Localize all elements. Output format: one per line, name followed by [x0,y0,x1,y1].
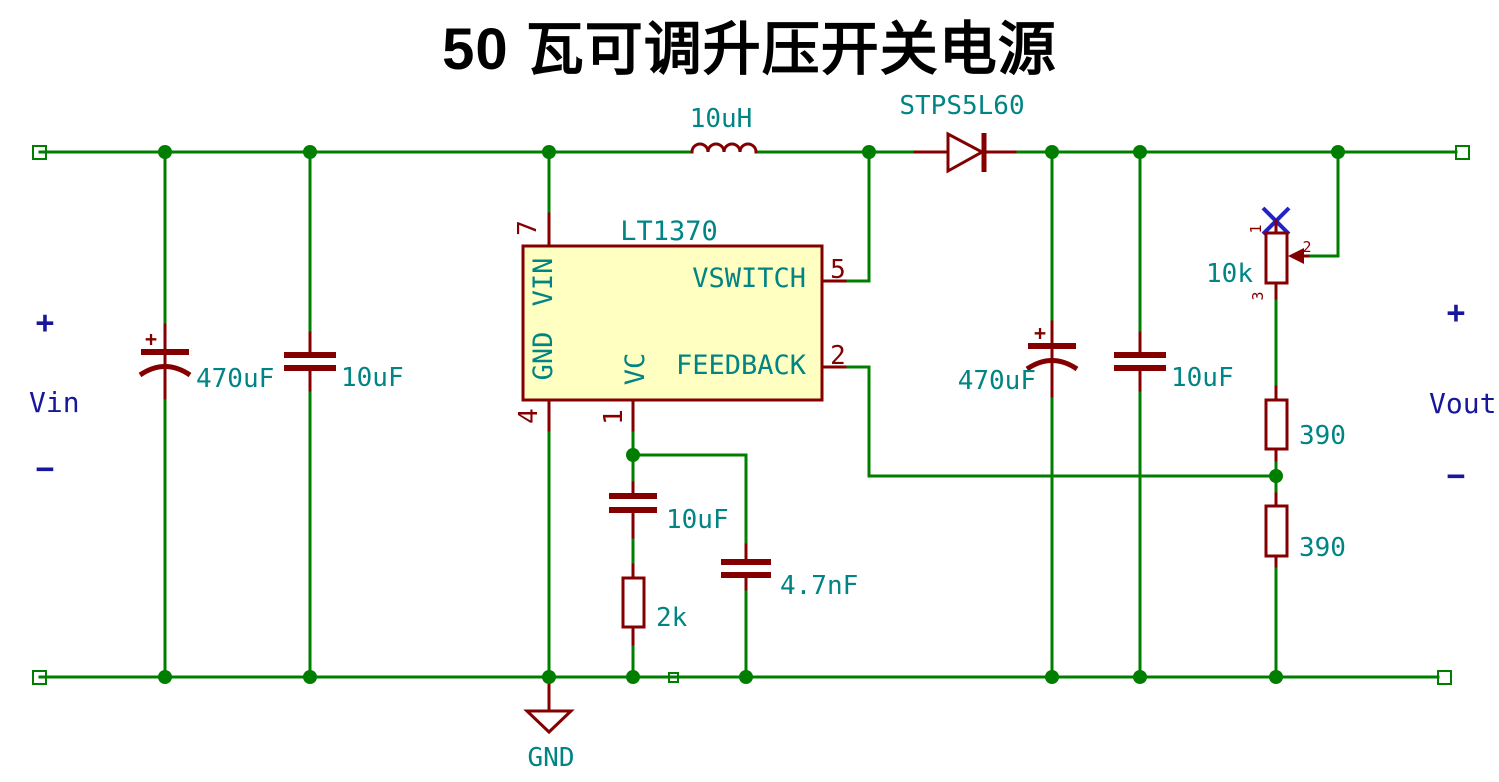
port-vout-minus-label: − [1447,458,1466,494]
port-vin-plus-label: + [36,305,55,341]
ic-pin-number-4: 4 [514,408,544,424]
schematic-title: 50 瓦可调升压开关电源 [442,17,1057,82]
cap-input-hf-value: 10uF [341,363,404,393]
cap-input-bulk-top-plate [141,349,189,355]
res-fb-top-value: 390 [1299,421,1346,451]
res-fb-top-body [1264,398,1289,451]
ic-feedback-wire [846,365,1278,478]
res-fb-bot-body [1264,504,1289,558]
junction-dot [1045,670,1059,684]
vc-node-wire [631,431,748,485]
pot-pin-number-2: 2 [1302,238,1311,256]
ic-pin-number-7: 7 [513,220,543,236]
ic-pin-number-1: 1 [599,409,629,425]
junction-dot [542,145,556,159]
junction-dot [158,145,172,159]
cap-output-bulk-plus-sign: + [1034,321,1046,345]
ic-pin-name-gnd: GND [528,332,559,381]
pot-pin-number-1: 1 [1247,224,1265,233]
terminal-vout-plus [1455,145,1470,160]
cap-input-bulk-bottom-plate [138,364,192,378]
junction-dot [626,448,640,462]
ic-body [521,244,824,402]
cap-input-hf-top-plate [284,352,336,358]
junction-dot [862,145,876,159]
diode-triangle [946,131,986,174]
pot-value-label: 10k [1206,259,1253,289]
terminal-vout-minus [1437,670,1452,685]
cap-output-bulk-bottom-plate [1025,358,1079,372]
junction-dot [158,670,172,684]
pot-pin-number-3: 3 [1249,291,1267,300]
cap-input-bulk-plus-sign: + [145,327,157,351]
ground-label: GND [528,743,575,773]
junction-dot [1133,670,1147,684]
cap-cc-value: 4.7nF [780,571,858,601]
cap-output-bulk-value: 470uF [958,366,1036,396]
junction-dot [303,670,317,684]
terminal-vin-minus [32,670,47,685]
inductor-value-label: 10uH [690,104,753,134]
cap-comp-top-plate [609,493,657,499]
ic-pin-name-feedback: FEEDBACK [676,350,807,381]
ic-part-label: LT1370 [620,216,718,247]
cap-comp-bottom-plate [609,507,657,513]
pot-body [1264,231,1289,285]
diode-part-label: STPS5L60 [899,91,1024,121]
pot-wiper-arrow [1288,248,1304,264]
cap-comp-value: 10uF [666,505,729,535]
cap-cc-bottom-plate [721,572,771,578]
ic-pin-number-2: 2 [830,341,846,371]
junction-dot [626,670,640,684]
ic-pin-number-5: 5 [830,255,846,285]
res-comp-body [621,576,646,629]
junction-dot [303,145,317,159]
junction-dot [1045,145,1059,159]
junction-dot [1269,670,1283,684]
cap-input-hf-bottom-plate [284,365,336,371]
cap-input-bulk-value: 470uF [196,364,274,394]
junction-dot [1133,145,1147,159]
junction-dot [739,670,753,684]
ground-symbol [523,709,575,735]
terminal-vin-plus [32,145,47,160]
junction-dot [1269,469,1283,483]
port-vout-plus-label: + [1447,295,1466,331]
port-vin-label: Vin [29,386,80,419]
cap-output-hf-top-plate [1114,352,1166,358]
cap-cc-top-plate [721,559,771,565]
res-fb-bot-value: 390 [1299,533,1346,563]
junction-dot [1331,145,1345,159]
bottom-rail-node-square [668,672,679,683]
junction-dots [158,145,1345,684]
cap-output-hf-bottom-plate [1114,365,1166,371]
cap-output-bulk-top-plate [1028,343,1076,349]
pot-wiper-wire [1309,150,1340,258]
ic-pin-name-vin: VIN [528,258,559,307]
ic-pin-name-vc: VC [620,353,651,386]
inductor-symbol [690,142,758,154]
cap-output-hf-value: 10uF [1171,363,1234,393]
port-vin-minus-label: − [36,451,55,487]
port-vout-label: Vout [1429,387,1496,420]
ic-vswitch-wire [846,150,871,283]
junction-dot [542,670,556,684]
res-comp-value: 2k [656,603,688,633]
ic-pin-name-vswitch: VSWITCH [692,263,806,294]
